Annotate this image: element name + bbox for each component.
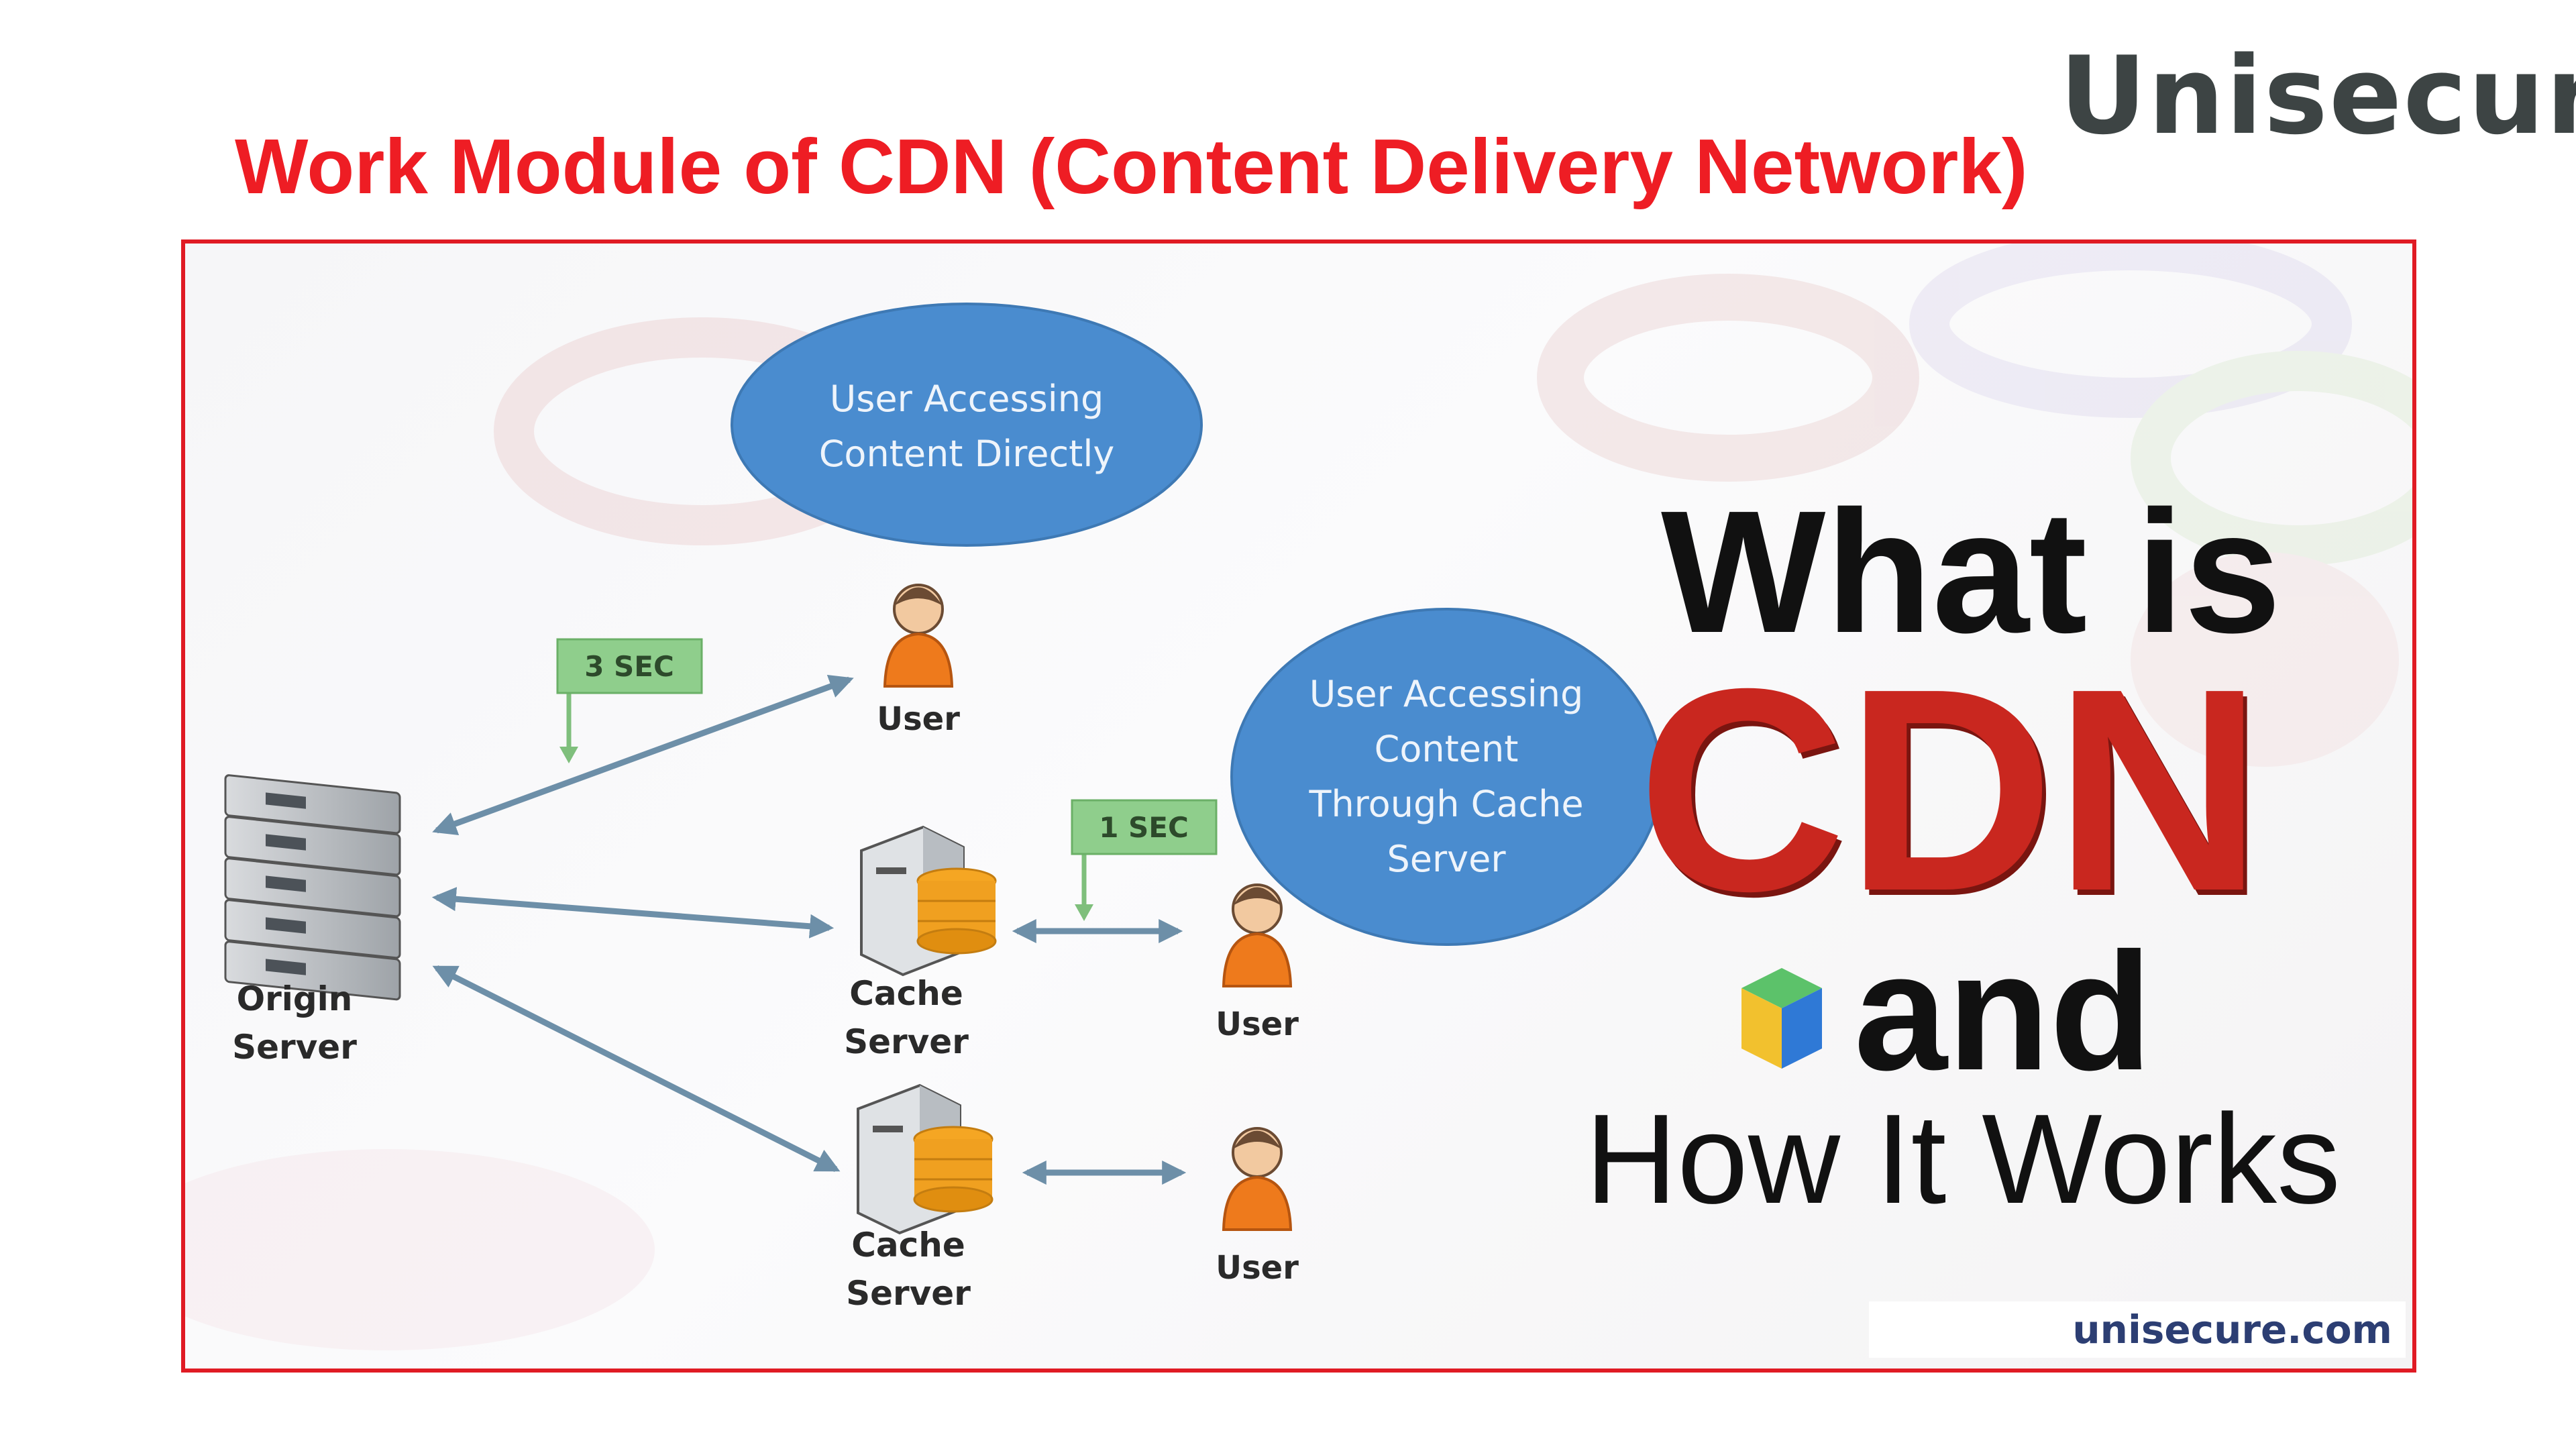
tag-1-sec: 1 SEC (1071, 799, 1218, 921)
user-bottom-label: User (1216, 1249, 1299, 1287)
bubble-direct-line-1: User Accessing (830, 378, 1104, 420)
user-top-label: User (877, 700, 960, 738)
user-icon-top: User (877, 584, 960, 738)
arrow-origin-to-cache-2 (432, 965, 841, 1173)
tag-3-sec-label: 3 SEC (584, 650, 674, 683)
arrow-origin-to-top-user (432, 674, 854, 836)
arrow-origin-to-cache-1 (431, 887, 835, 938)
bubble-direct-line-2: Content Directly (819, 433, 1115, 475)
bubble-cache-line-3: Through Cache (1308, 783, 1583, 825)
page-title: Work Module of CDN (Content Delivery Net… (235, 123, 2028, 210)
bubble-cache-access: User Accessing Content Through Cache Ser… (1230, 608, 1662, 946)
user-icon-bottom: User (1216, 1127, 1299, 1287)
background-tape-rolls (185, 244, 2412, 1350)
network-diagram: User Accessing Content Directly User Acc… (185, 244, 2412, 1350)
headline-how-it-works: How It Works (1585, 1088, 2341, 1230)
cdn-infographic: User Accessing Content Directly User Acc… (181, 239, 2416, 1373)
user-icon-middle: User (1216, 883, 1299, 1043)
bubble-cache-line-4: Server (1387, 838, 1506, 880)
cache-2-label-line-2: Server (846, 1274, 971, 1313)
cache-1-label-line-1: Cache (849, 974, 963, 1013)
headline-what-is: What is (1661, 475, 2282, 669)
origin-server-icon: Origin Server (224, 774, 401, 1067)
bubble-direct-access: User Accessing Content Directly (731, 303, 1203, 547)
brand-logo: Unisecure (2059, 33, 2576, 158)
user-middle-label: User (1216, 1006, 1299, 1043)
tag-1-sec-label: 1 SEC (1099, 811, 1189, 844)
headline-and: and (1854, 918, 2153, 1105)
bubble-cache-line-2: Content (1375, 728, 1519, 770)
cache-server-icon-1: Cache Server (844, 825, 997, 1061)
cache-2-label-line-1: Cache (851, 1226, 965, 1265)
cube-icon (1741, 968, 1822, 1069)
origin-label-line-2: Server (232, 1028, 357, 1067)
tag-3-sec: 3 SEC (556, 638, 703, 763)
origin-label-line-1: Origin (237, 979, 353, 1018)
headline-cdn: CDN (1638, 629, 2263, 951)
bubble-cache-line-1: User Accessing (1309, 673, 1584, 715)
website-url: unisecure.com (1869, 1301, 2406, 1358)
cache-1-label-line-2: Server (844, 1022, 969, 1061)
cache-server-icon-2: Cache Server (846, 1083, 994, 1313)
